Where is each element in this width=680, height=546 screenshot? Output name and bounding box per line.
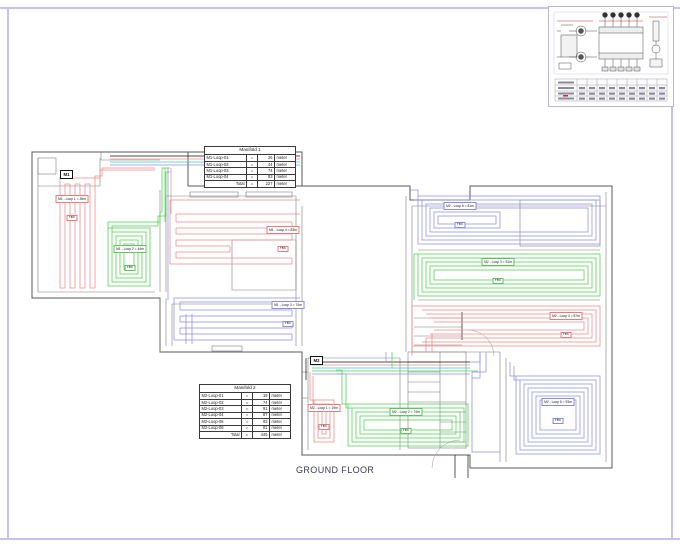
- loop-m2-5: [471, 352, 601, 455]
- sheet-border-left: [7, 7, 9, 539]
- manifold-title: Manifold 1: [204, 145, 296, 156]
- loop-m2-6: [410, 189, 601, 245]
- trunk-m1: [164, 168, 172, 300]
- loop-m2-1: [309, 372, 335, 443]
- cell-loop: Total: [199, 431, 242, 439]
- loop-m1-3: [173, 297, 300, 344]
- supply-bundle-m2: [312, 352, 481, 375]
- floor-level-label: GROUND FLOOR: [296, 465, 375, 475]
- table-title-row: Manifold 2: [199, 383, 291, 394]
- cell-length: 227: [257, 180, 275, 188]
- loop-m1-2: [107, 167, 170, 287]
- loop-m2-4: [411, 305, 601, 356]
- table-title-row: Manifold 1: [204, 145, 296, 156]
- cell-eq: =: [241, 431, 253, 439]
- manifold-marker-m2[interactable]: M2: [310, 356, 323, 365]
- loop-m2-3: [413, 253, 601, 300]
- cell-length: 445: [252, 431, 270, 439]
- loop-m1-1: [59, 167, 155, 289]
- riser-m2: [305, 352, 393, 380]
- sheet-border-top: [0, 7, 680, 9]
- cell-eq: =: [246, 180, 258, 188]
- loop-m1-4: [169, 199, 300, 265]
- sheet-border-bottom: [0, 538, 680, 540]
- manifold-detail-inset: [548, 6, 674, 107]
- manifold-marker-m1[interactable]: M1: [60, 170, 73, 179]
- cell-loop: Total: [204, 180, 247, 188]
- manifold-title: Manifold 2: [199, 383, 291, 394]
- sheet-border-right: [671, 7, 673, 539]
- door-openings: [189, 191, 495, 478]
- cell-unit: meter: [269, 431, 291, 439]
- cell-unit: meter: [274, 180, 296, 188]
- staircase: [407, 317, 467, 449]
- loop-m2-2: [336, 369, 469, 447]
